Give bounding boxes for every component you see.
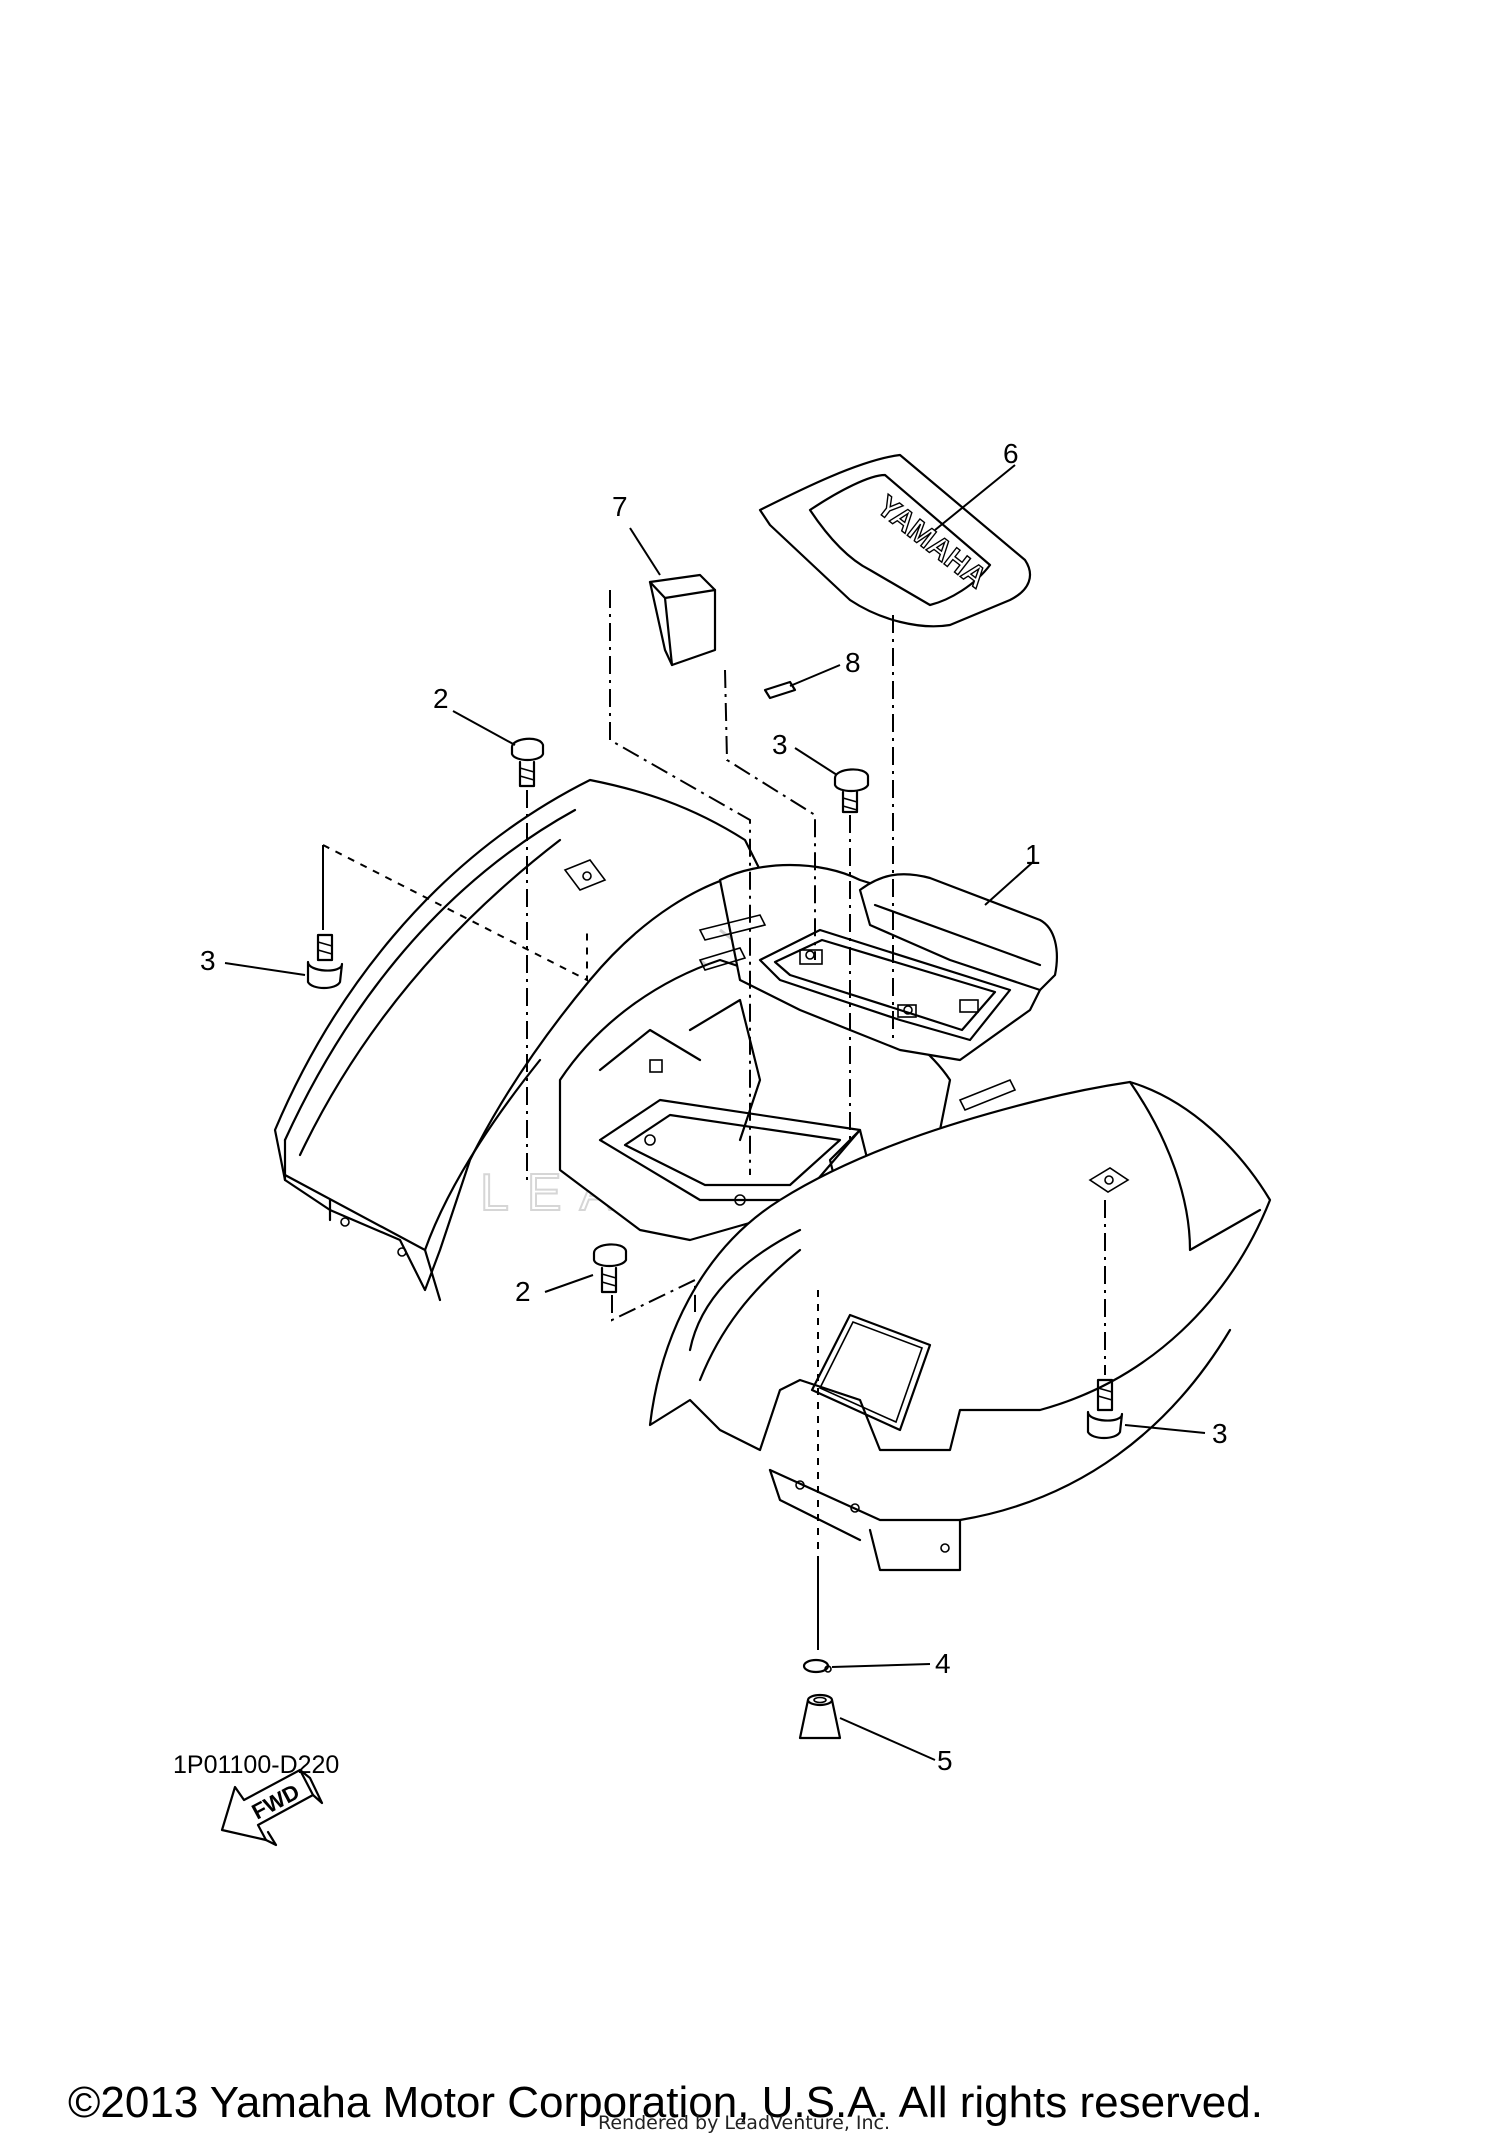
callout-3-upper: 3 <box>772 729 788 760</box>
pad-part-8 <box>763 680 797 700</box>
leader-lines <box>224 464 1206 1761</box>
callout-1: 1 <box>1025 839 1041 870</box>
callout-2-upper: 2 <box>433 683 449 714</box>
bolt-part-2-upper <box>510 737 545 788</box>
callout-2-lower: 2 <box>515 1276 531 1307</box>
callout-3-right: 3 <box>1212 1418 1228 1449</box>
seat-cushion-part-6: YAMAHA <box>758 453 1032 628</box>
grommet-part-5 <box>798 1693 842 1740</box>
drawing-code: 1P01100-D220 <box>173 1751 340 1779</box>
damper-part-7 <box>648 573 717 667</box>
assembly-lines <box>322 590 1106 1650</box>
rear-fender-part-1 <box>273 778 1272 1572</box>
fwd-arrow-icon: FWD <box>220 1768 324 1847</box>
bolt-part-3-right <box>1086 1378 1124 1440</box>
copyright-notice: ©2013 Yamaha Motor Corporation, U.S.A. A… <box>68 2078 1263 2127</box>
bolt-part-3-left <box>306 933 344 990</box>
callout-labels: 6 7 8 2 3 1 3 2 3 4 5 <box>200 438 1228 1776</box>
callout-8: 8 <box>845 647 861 678</box>
callout-5: 5 <box>937 1745 953 1776</box>
callout-3-left: 3 <box>200 945 216 976</box>
callout-7: 7 <box>612 491 628 522</box>
callout-4: 4 <box>935 1648 951 1679</box>
rendered-by-credit: Rendered by LeadVenture, Inc. <box>598 2112 891 2134</box>
bolt-part-2-lower <box>592 1243 628 1294</box>
callout-6: 6 <box>1003 438 1019 469</box>
bolt-part-3-upper <box>833 768 870 814</box>
clip-part-4 <box>802 1658 832 1674</box>
